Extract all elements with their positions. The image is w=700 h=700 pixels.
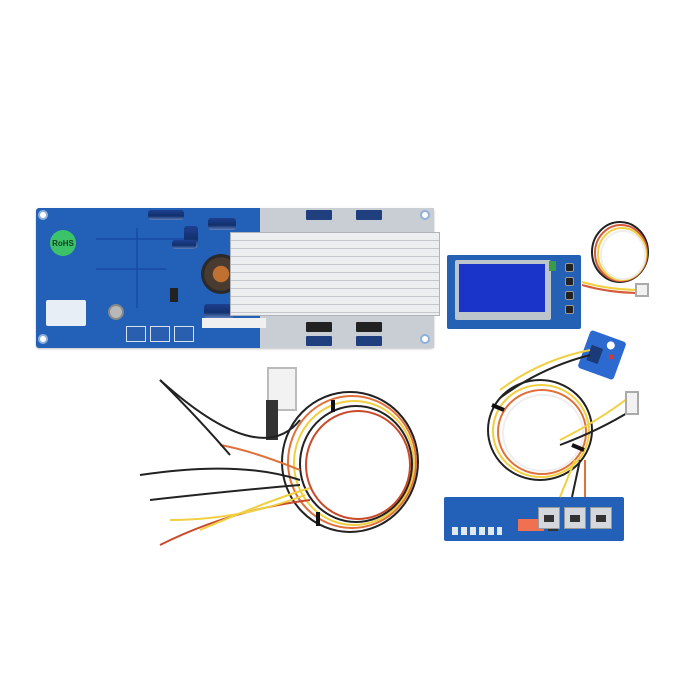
lcd-button bbox=[565, 277, 574, 286]
dip-switch bbox=[518, 519, 544, 531]
fuse-label bbox=[202, 318, 266, 328]
terminal-block bbox=[356, 336, 382, 346]
rj45-port bbox=[590, 507, 612, 529]
aluminum-heatsink bbox=[230, 232, 440, 316]
coin-cell-battery bbox=[108, 304, 124, 320]
pcb-trace bbox=[96, 238, 186, 240]
sensor-cable-harness bbox=[487, 349, 639, 498]
capacitor bbox=[172, 240, 196, 249]
capacitor bbox=[204, 304, 234, 318]
lcd-button bbox=[565, 263, 574, 272]
transistor bbox=[170, 288, 178, 302]
lcd-button bbox=[565, 291, 574, 300]
chip bbox=[549, 261, 556, 271]
balance-wire-harness bbox=[139, 367, 419, 546]
pcb-trace bbox=[96, 268, 166, 270]
capacitor bbox=[148, 210, 184, 220]
lcd-screen bbox=[459, 264, 545, 312]
pin-header bbox=[452, 527, 502, 535]
mounting-hole bbox=[420, 334, 430, 344]
terminal-block bbox=[356, 322, 382, 332]
terminal-block bbox=[356, 210, 382, 220]
main-bms-board: RoHS bbox=[36, 208, 440, 348]
capacitor bbox=[208, 218, 236, 230]
pcb-trace bbox=[136, 228, 138, 308]
mounting-hole bbox=[38, 210, 48, 220]
connector bbox=[150, 326, 170, 342]
connector bbox=[126, 326, 146, 342]
lcd-button bbox=[565, 305, 574, 314]
mounting-hole bbox=[420, 210, 430, 220]
lcd-display-module bbox=[447, 255, 581, 329]
rj45-port bbox=[564, 507, 586, 529]
terminal-block bbox=[306, 336, 332, 346]
lcd-cable-harness bbox=[581, 221, 649, 297]
connector bbox=[174, 326, 194, 342]
terminal-block bbox=[306, 210, 332, 220]
rj45-port bbox=[538, 507, 560, 529]
terminal-block bbox=[306, 322, 332, 332]
rohs-badge: RoHS bbox=[50, 230, 76, 256]
communication-board bbox=[444, 497, 624, 541]
board-label-sticker bbox=[46, 300, 86, 326]
mounting-hole bbox=[38, 334, 48, 344]
